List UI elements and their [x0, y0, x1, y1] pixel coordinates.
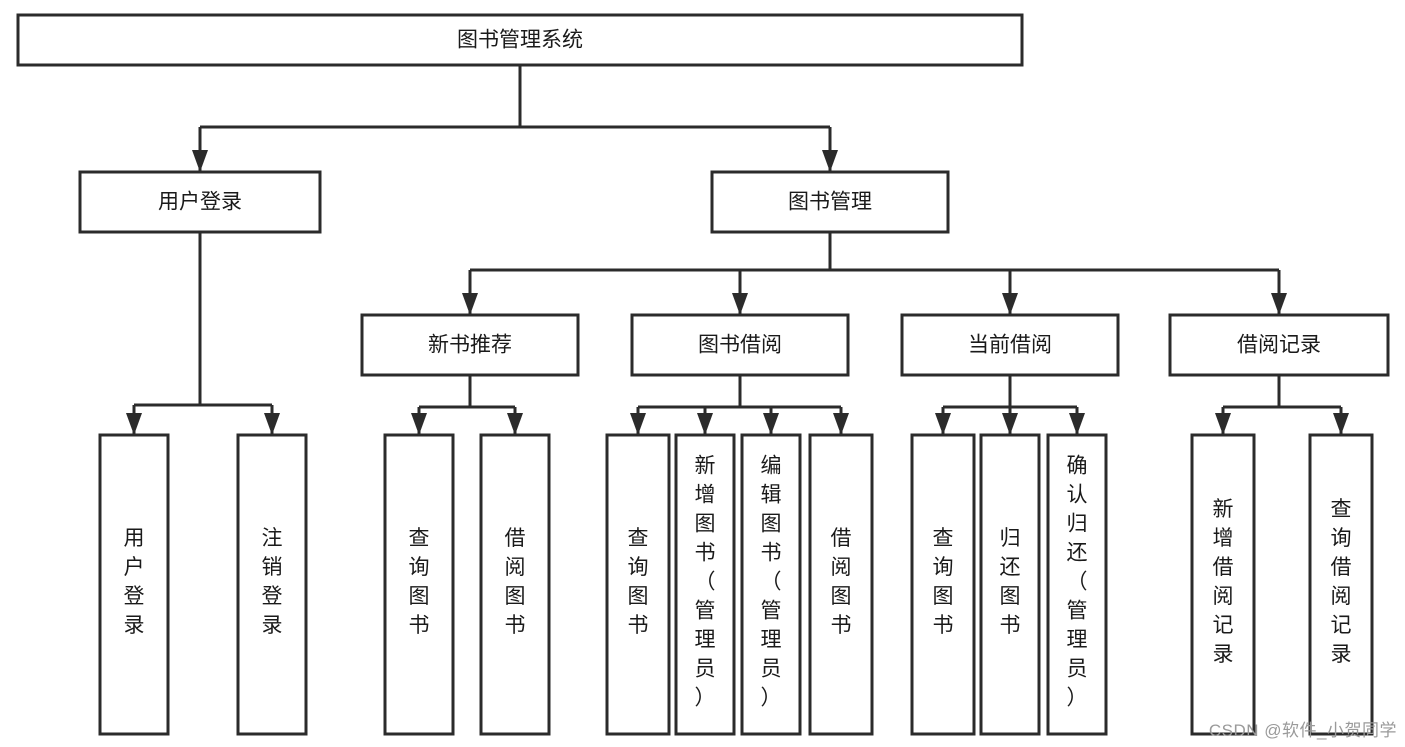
node-leaf-login[interactable]: 用户登录: [98, 433, 170, 736]
node-current-borrow[interactable]: 当前借阅: [900, 313, 1120, 377]
arrow-head-icon: [1215, 413, 1231, 435]
node-leaf-edit-book[interactable]: 编辑图书（管理员）: [740, 433, 802, 736]
node-label: 查询图书: [628, 527, 649, 637]
node-box[interactable]: [710, 170, 950, 234]
node-label: 图书管理: [788, 191, 872, 214]
arrow-head-icon: [697, 413, 713, 435]
arrow-head-icon: [1002, 413, 1018, 435]
node-leaf-borrow-book-2[interactable]: 借阅图书: [808, 433, 874, 736]
arrow-head-icon: [192, 150, 208, 172]
node-box[interactable]: [808, 433, 874, 736]
arrow-head-icon: [411, 413, 427, 435]
node-label: 图书借阅: [698, 334, 782, 357]
node-leaf-borrow-book-1[interactable]: 借阅图书: [479, 433, 551, 736]
node-label: 注销登录: [262, 527, 283, 637]
node-label: 借阅图书: [831, 527, 852, 637]
node-box[interactable]: [360, 313, 580, 377]
connectors-layer: [126, 65, 1349, 435]
arrow-head-icon: [1333, 413, 1349, 435]
arrow-head-icon: [1002, 293, 1018, 315]
node-leaf-add-book[interactable]: 新增图书（管理员）: [674, 433, 736, 736]
node-box[interactable]: [78, 170, 322, 234]
node-box[interactable]: [740, 433, 802, 736]
node-label: 归还图书: [1000, 527, 1021, 637]
nodes-layer: 图书管理系统用户登录图书管理用户登录注销登录新书推荐查询图书借阅图书图书借阅查询…: [16, 13, 1390, 736]
arrow-head-icon: [1271, 293, 1287, 315]
node-box[interactable]: [630, 313, 850, 377]
arrow-head-icon: [462, 293, 478, 315]
node-leaf-query-borrow-record[interactable]: 查询借阅记录: [1308, 433, 1374, 736]
node-label: 当前借阅: [968, 334, 1052, 357]
node-box[interactable]: [236, 433, 308, 736]
node-box[interactable]: [1308, 433, 1374, 736]
arrow-head-icon: [126, 413, 142, 435]
node-label: 编辑图书（管理员）: [761, 455, 782, 710]
node-borrow-record[interactable]: 借阅记录: [1168, 313, 1390, 377]
node-box[interactable]: [1190, 433, 1256, 736]
arrow-head-icon: [732, 293, 748, 315]
node-label: 新增图书（管理员）: [695, 455, 716, 710]
node-box[interactable]: [16, 13, 1024, 67]
arrow-head-icon: [630, 413, 646, 435]
node-leaf-query-book-1[interactable]: 查询图书: [383, 433, 455, 736]
arrow-head-icon: [822, 150, 838, 172]
node-label: 新书推荐: [428, 334, 512, 357]
arrow-head-icon: [935, 413, 951, 435]
node-box[interactable]: [383, 433, 455, 736]
node-leaf-add-borrow-record[interactable]: 新增借阅记录: [1190, 433, 1256, 736]
node-box[interactable]: [910, 433, 976, 736]
node-leaf-logout[interactable]: 注销登录: [236, 433, 308, 736]
node-label: 借阅记录: [1237, 334, 1321, 357]
node-box[interactable]: [1168, 313, 1390, 377]
arrow-head-icon: [1069, 413, 1085, 435]
node-leaf-query-book-3[interactable]: 查询图书: [910, 433, 976, 736]
csdn-watermark: CSDN @软件_小贺同学: [1208, 721, 1397, 740]
node-box[interactable]: [900, 313, 1120, 377]
node-label: 查询借阅记录: [1331, 498, 1352, 666]
node-leaf-return-book[interactable]: 归还图书: [979, 433, 1041, 736]
node-leaf-confirm-return[interactable]: 确认归还（管理员）: [1046, 433, 1108, 736]
arrow-head-icon: [763, 413, 779, 435]
node-new-book-recommend[interactable]: 新书推荐: [360, 313, 580, 377]
node-label: 新增借阅记录: [1213, 498, 1234, 666]
arrow-head-icon: [833, 413, 849, 435]
node-box[interactable]: [98, 433, 170, 736]
node-label: 查询图书: [933, 527, 954, 637]
node-box[interactable]: [605, 433, 671, 736]
node-label: 确认归还（管理员）: [1067, 455, 1088, 710]
node-label: 用户登录: [158, 191, 242, 214]
node-book-manage[interactable]: 图书管理: [710, 170, 950, 234]
node-book-borrow[interactable]: 图书借阅: [630, 313, 850, 377]
node-box[interactable]: [479, 433, 551, 736]
arrow-head-icon: [507, 413, 523, 435]
arrow-head-icon: [264, 413, 280, 435]
node-box[interactable]: [979, 433, 1041, 736]
node-label: 查询图书: [409, 527, 430, 637]
node-leaf-query-book-2[interactable]: 查询图书: [605, 433, 671, 736]
node-box[interactable]: [674, 433, 736, 736]
node-user-login[interactable]: 用户登录: [78, 170, 322, 234]
node-root-undefined[interactable]: 图书管理系统: [16, 13, 1024, 67]
node-box[interactable]: [1046, 433, 1108, 736]
node-label: 图书管理系统: [457, 29, 583, 52]
node-label: 用户登录: [124, 527, 145, 637]
node-label: 借阅图书: [505, 527, 526, 637]
